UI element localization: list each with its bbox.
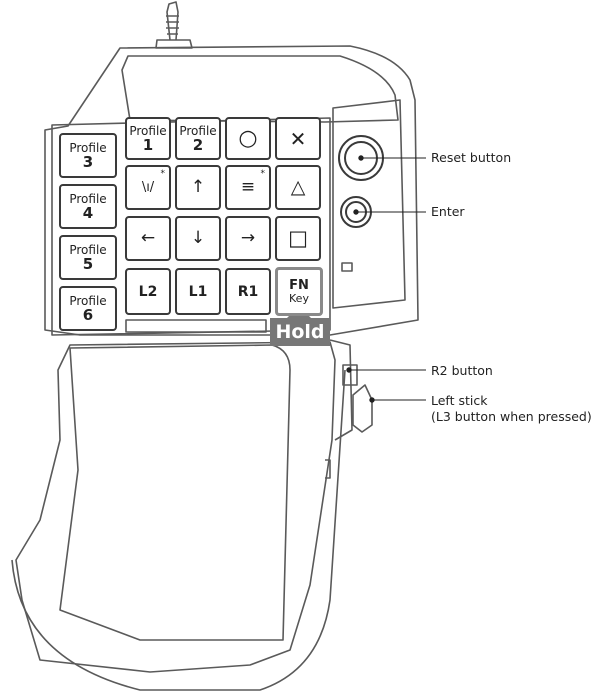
fn-key[interactable]: FN Key [275,267,323,316]
cross-key[interactable]: ✕ [275,117,321,160]
profile-2-label: Profile [179,123,217,138]
reset-button-callout: Reset button [431,150,512,165]
left-stick-callout: Left stick [431,393,488,408]
arrow-up-icon: ↑ [190,177,206,197]
profile-5-label: Profile [69,242,107,257]
circle-key[interactable]: ○ [225,117,271,160]
l1-key[interactable]: L1 [175,268,221,315]
r1-label: R1 [237,283,259,300]
profile-1-key[interactable]: Profile 1 [125,117,171,160]
down-key[interactable]: ↓ [175,216,221,261]
square-icon: □ [288,226,308,250]
profile-1-label: Profile [129,123,167,138]
profile-3-key[interactable]: Profile 3 [59,133,117,178]
profile-5-key[interactable]: Profile 5 [59,235,117,280]
profile-4-key[interactable]: Profile 4 [59,184,117,229]
triangle-icon: △ [290,176,306,198]
profile-6-label: Profile [69,293,107,308]
arrow-right-icon: → [240,228,256,248]
profile-6-number: 6 [82,305,94,324]
r2-button-callout: R2 button [431,363,493,378]
enter-callout: Enter [431,204,465,219]
profile-3-number: 3 [82,152,94,171]
right-key[interactable]: → [225,216,271,261]
profile-6-key[interactable]: Profile 6 [59,286,117,331]
l2-label: L2 [138,283,158,300]
up-key[interactable]: ↑ [175,165,221,210]
triangle-key[interactable]: △ [275,165,321,210]
fn-sublabel: Key [289,292,309,305]
l1-label: L1 [188,283,208,300]
r1-key[interactable]: R1 [225,268,271,315]
share-icon: \ı/ [141,180,155,195]
circle-icon: ○ [238,125,258,151]
square-key[interactable]: □ [275,216,321,261]
hold-badge: Hold [270,318,330,346]
fn-label: FN [289,278,309,293]
left-stick-callout-note: (L3 button when pressed) [431,409,592,424]
share-asterisk: * [160,169,166,179]
profile-4-label: Profile [69,191,107,206]
left-key[interactable]: ← [125,216,171,261]
profile-5-number: 5 [82,254,94,273]
profile-3-label: Profile [69,140,107,155]
profile-2-number: 2 [192,135,204,154]
options-icon: ≡ [240,177,256,197]
arrow-down-icon: ↓ [190,228,206,248]
arrow-left-icon: ← [140,228,156,248]
l2-key[interactable]: L2 [125,268,171,315]
profile-2-key[interactable]: Profile 2 [175,117,221,160]
profile-4-number: 4 [82,203,94,222]
options-key[interactable]: ≡ * [225,165,271,210]
profile-1-number: 1 [142,135,154,154]
share-key[interactable]: \ı/ * [125,165,171,210]
cross-icon: ✕ [289,126,307,151]
options-asterisk: * [260,169,266,179]
